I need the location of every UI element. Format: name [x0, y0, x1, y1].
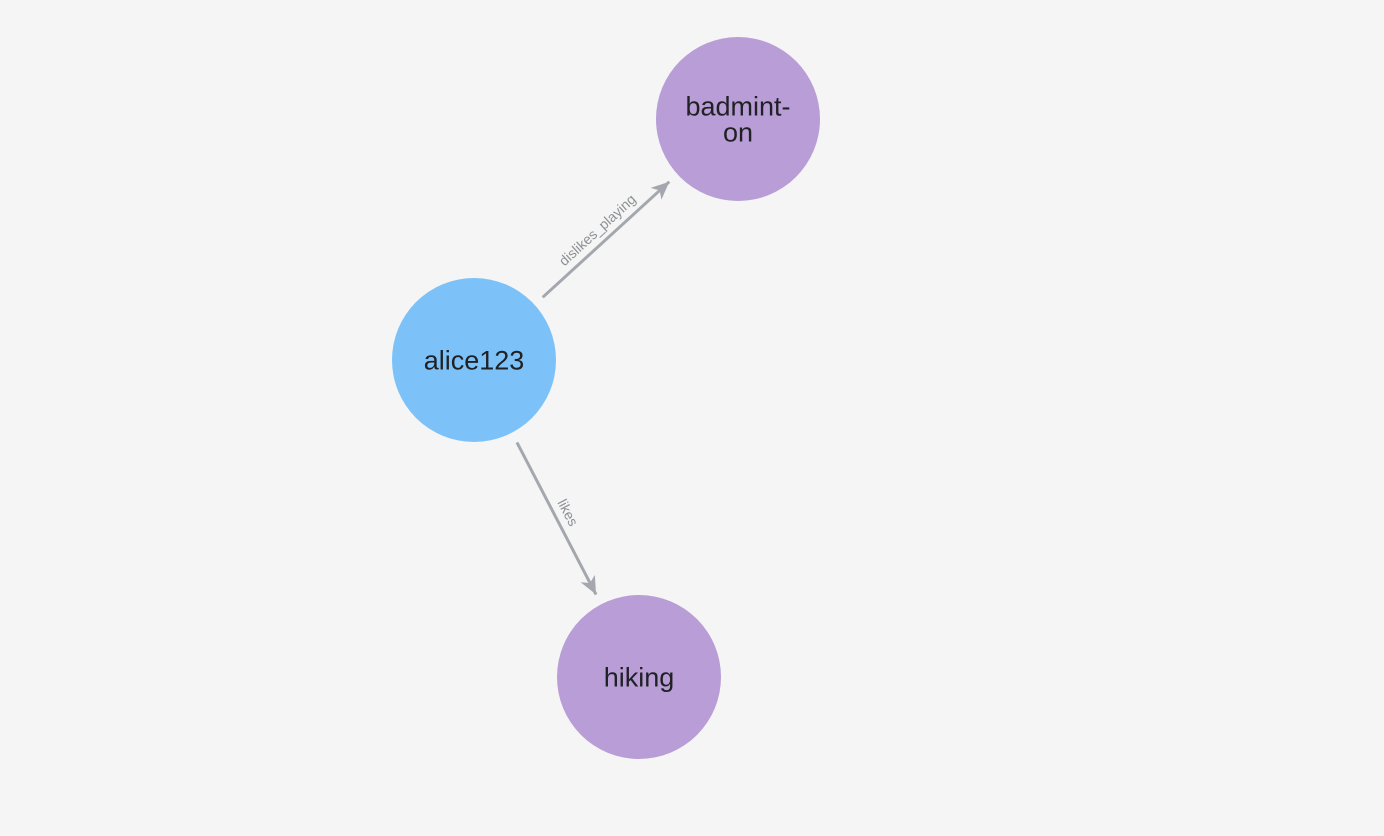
node-label: badmint-on	[685, 91, 790, 147]
node-circle	[557, 595, 721, 759]
graph-node-badminton[interactable]: badmint-on	[656, 37, 820, 201]
node-label: hiking	[604, 662, 675, 692]
graph-edge-dislikes_playing[interactable]: dislikes_playing	[541, 180, 671, 299]
edge-label: dislikes_playing	[556, 191, 639, 269]
node-circle	[656, 37, 820, 201]
node-circle	[392, 278, 556, 442]
edge-line	[541, 180, 671, 299]
graph-node-hiking[interactable]: hiking	[557, 595, 721, 759]
graph-node-alice123[interactable]: alice123	[392, 278, 556, 442]
node-label: alice123	[424, 345, 525, 375]
graph-edge-likes[interactable]: likes	[515, 441, 598, 596]
edge-line	[515, 441, 598, 596]
